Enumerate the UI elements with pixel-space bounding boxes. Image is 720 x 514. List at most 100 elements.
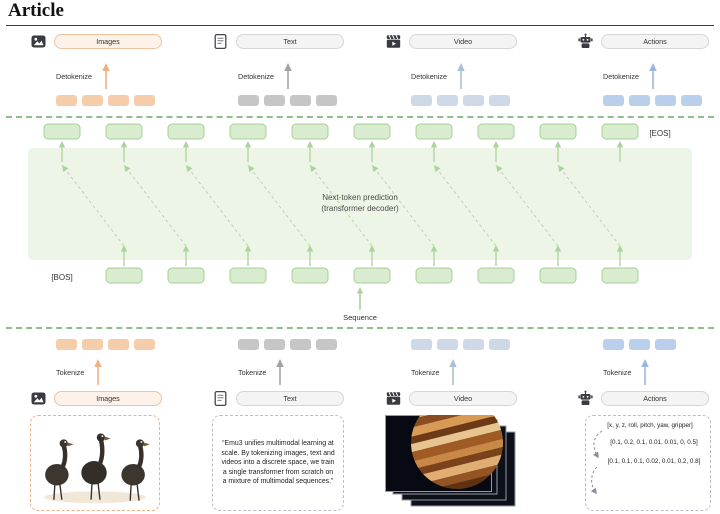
dashed-divider-bottom [6, 327, 714, 329]
token-row [56, 339, 162, 350]
token [629, 95, 650, 106]
actions-header: [x, y, z, roll, pitch, yaw, gripper] [607, 422, 693, 429]
tokenize-column-video: Tokenize Video [385, 339, 517, 514]
sequence-label: Sequence [343, 313, 377, 322]
pill-label: Text [283, 37, 297, 46]
token [56, 339, 77, 350]
token-row [603, 95, 709, 106]
images-sample-box [30, 415, 160, 511]
token [56, 95, 77, 106]
detokenize-column-actions: Actions Detokenize [577, 33, 709, 106]
dashed-divider-top [6, 116, 714, 118]
token [463, 95, 484, 106]
detokenize-label: Detokenize [238, 72, 274, 81]
token [489, 339, 510, 350]
token [655, 339, 676, 350]
tokenize-column-images: Tokenize Images [30, 339, 162, 511]
token [437, 95, 458, 106]
robot-icon [578, 33, 593, 48]
token [134, 95, 155, 106]
modality-pill-images: Images [54, 391, 162, 406]
modality-pill-video: Video [409, 391, 517, 406]
token [411, 95, 432, 106]
token-row [411, 339, 517, 350]
detokenize-label: Detokenize [603, 72, 639, 81]
clapperboard-icon [386, 391, 401, 405]
pill-label: Video [453, 394, 473, 403]
up-arrow-icon [449, 359, 458, 385]
eos-label: [EOS] [649, 129, 670, 138]
token [316, 95, 337, 106]
robot-icon [578, 390, 593, 405]
video-frames [385, 387, 516, 507]
detokenize-label: Detokenize [411, 72, 447, 81]
actions-sample-box: [x, y, z, roll, pitch, yaw, gripper] [0.… [585, 415, 711, 511]
transformer-label-line1: Next-token prediction [322, 193, 398, 202]
token [603, 339, 624, 350]
document-icon [214, 33, 227, 50]
token [603, 95, 624, 106]
clapperboard-icon [386, 34, 401, 48]
transformer-label-line2: (transformer decoder) [321, 204, 399, 213]
token [655, 95, 676, 106]
token [82, 95, 103, 106]
tokenize-label: Tokenize [56, 368, 85, 377]
tokenize-label: Tokenize [238, 368, 267, 377]
up-arrow-icon [649, 63, 657, 89]
token [264, 339, 285, 350]
up-arrow-icon [641, 359, 650, 385]
detokenize-column-video: Video Detokenize [385, 33, 517, 106]
transformer-box [28, 148, 692, 260]
token [108, 95, 129, 106]
token-row [238, 95, 344, 106]
up-arrow-icon [284, 63, 292, 89]
title-rule [6, 25, 714, 26]
modality-pill-images: Images [54, 34, 162, 49]
image-icon [31, 35, 46, 48]
image-icon [31, 392, 46, 405]
tokenize-label: Tokenize [603, 368, 632, 377]
pill-label: Actions [643, 394, 667, 403]
token [264, 95, 285, 106]
token [134, 339, 155, 350]
token [290, 339, 311, 350]
pill-label: Images [96, 394, 120, 403]
modality-pill-actions: Actions [601, 391, 709, 406]
token-row [238, 339, 344, 350]
pill-label: Actions [643, 37, 667, 46]
text-sample-box: “Emu3 unifies multimodal learning at sca… [212, 415, 344, 511]
token-row [603, 339, 709, 350]
text-quote: “Emu3 unifies multimodal learning at sca… [221, 439, 335, 486]
actions-vector-1: [0.1, 0.2, 0.1, 0.01, 0.01, 0, 0.5] [610, 439, 698, 446]
token [489, 95, 510, 106]
token [108, 339, 129, 350]
tokenize-label: Tokenize [411, 368, 440, 377]
detokenize-column-text: Text Detokenize [212, 33, 344, 106]
modality-pill-text: Text [236, 391, 344, 406]
actions-vector-2: [0.1, 0.1, 0.1, 0.02, 0.01, 0.2, 0.8] [607, 457, 701, 465]
token [290, 95, 311, 106]
tokenize-column-actions: Tokenize Actions [577, 339, 711, 511]
up-arrow-icon [102, 63, 110, 89]
detokenize-column-images: Images Detokenize [30, 33, 162, 106]
pill-label: Text [283, 394, 297, 403]
modality-pill-actions: Actions [601, 34, 709, 49]
up-arrow-icon [457, 63, 465, 89]
document-icon [214, 390, 227, 407]
page-title: Article [8, 0, 64, 21]
token [629, 339, 650, 350]
token [681, 95, 702, 106]
dashed-flow-arrows [590, 430, 603, 495]
ostrich-chicks-sketch [44, 433, 150, 504]
pill-label: Video [453, 37, 473, 46]
transformer-diagram: Next-token prediction (transformer decod… [28, 123, 692, 322]
detokenize-label: Detokenize [56, 72, 92, 81]
token [411, 339, 432, 350]
video-sample-stack [385, 387, 517, 514]
modality-pill-video: Video [409, 34, 517, 49]
bos-label: [BOS] [51, 273, 72, 282]
pill-label: Images [96, 37, 120, 46]
token [238, 339, 259, 350]
token [463, 339, 484, 350]
